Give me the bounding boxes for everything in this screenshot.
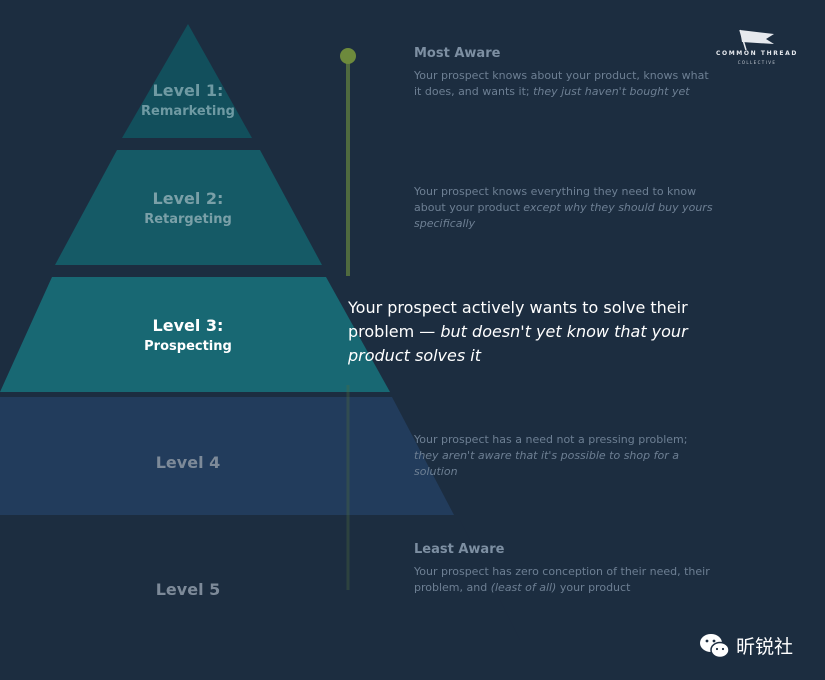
brand-logo: COMMON THREAD COLLECTIVE bbox=[710, 28, 800, 72]
stage-5-description: Your prospect has zero conception of the… bbox=[414, 565, 710, 594]
stage-3-description: Your prospect actively wants to solve th… bbox=[348, 298, 688, 365]
pyramid-tier-1 bbox=[122, 24, 252, 138]
pyramid-tier-3 bbox=[0, 277, 390, 392]
pyramid-tier-2 bbox=[55, 150, 322, 265]
level-3-title: Level 3: bbox=[152, 316, 224, 335]
pyramid-tier-5 bbox=[0, 520, 520, 640]
pyramid-tier-4 bbox=[0, 397, 454, 515]
stage-1-description: Your prospect knows about your product, … bbox=[414, 69, 709, 98]
level-2-subtitle: Retargeting bbox=[144, 212, 232, 227]
stage-1-heading: Most Aware bbox=[414, 46, 501, 61]
level-4-title: Level 4 bbox=[155, 453, 221, 472]
flag-icon bbox=[739, 29, 774, 50]
level-2-title: Level 2: bbox=[152, 189, 224, 208]
level-1-title: Level 1: bbox=[152, 81, 224, 100]
watermark-text: 昕锐社 bbox=[736, 636, 794, 658]
stage-2-description: Your prospect knows everything they need… bbox=[414, 185, 713, 230]
level-1-subtitle: Remarketing bbox=[141, 104, 235, 119]
watermark: 昕锐社 bbox=[698, 630, 808, 660]
logo-subtext: COLLECTIVE bbox=[737, 60, 777, 65]
timeline-top-dot bbox=[340, 48, 356, 64]
stage-4-description: Your prospect has a need not a pressing … bbox=[414, 433, 688, 478]
logo-wordmark: COMMON THREAD bbox=[716, 50, 798, 57]
stage-5-heading: Least Aware bbox=[414, 542, 505, 557]
level-3-subtitle: Prospecting bbox=[144, 339, 232, 354]
level-5-title: Level 5 bbox=[155, 580, 221, 599]
wechat-icon bbox=[700, 634, 730, 659]
